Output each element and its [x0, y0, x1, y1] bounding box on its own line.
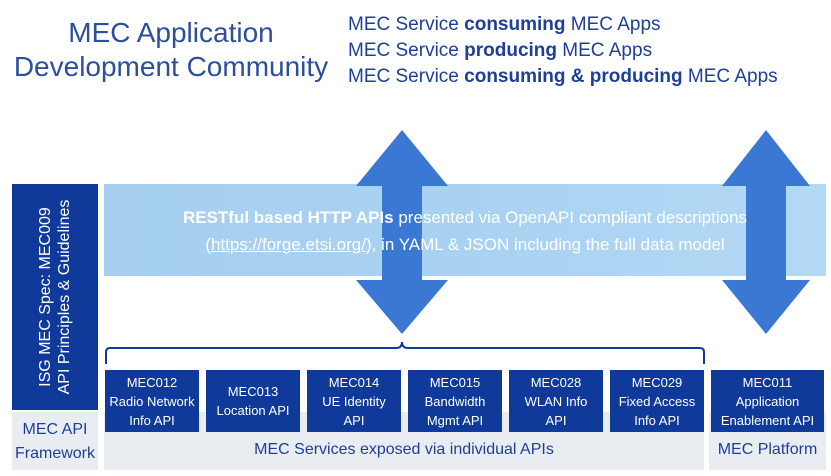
- api-box-mec012: MEC012 Radio Network Info API: [105, 370, 199, 432]
- app-type-prefix: MEC Service: [348, 14, 465, 35]
- http-rest2: ), in YAML & JSON including the full dat…: [365, 235, 725, 254]
- framework-bottom-panel: [12, 412, 98, 470]
- double-arrow-icon: [722, 130, 810, 334]
- app-type-suffix: MEC Apps: [565, 14, 661, 35]
- forge-link[interactable]: https://forge.etsi.org/: [210, 235, 366, 254]
- api-id: MEC015: [429, 374, 481, 390]
- api-name: WLAN Info API: [524, 393, 588, 428]
- http-open-paren: (: [205, 235, 211, 254]
- community-title-line1: MEC Application: [68, 17, 274, 48]
- api-id: MEC014: [328, 374, 380, 390]
- api-name: Fixed Access Info API: [618, 393, 696, 428]
- http-bold: RESTful based HTTP APIs: [182, 208, 394, 227]
- framework-bottom-line2: Framework: [14, 445, 95, 462]
- app-type-bold: producing: [464, 40, 558, 61]
- api-id: MEC011: [742, 374, 793, 390]
- http-api-description: RESTful based HTTP APIs presented via Op…: [104, 204, 826, 258]
- api-box-mec013: MEC013 Location API: [206, 370, 300, 432]
- api-box-mec028: MEC028 WLAN Info API: [509, 370, 603, 432]
- api-id: MEC029: [631, 374, 683, 390]
- services-bottom-label: MEC Services exposed via individual APIs: [254, 441, 554, 458]
- http-line2: (https://forge.etsi.org/), in YAML & JSO…: [104, 231, 826, 258]
- app-type-consuming: MEC Service consuming MEC Apps: [348, 12, 778, 38]
- app-types-list: MEC Service consuming MEC Apps MEC Servi…: [348, 12, 778, 90]
- api-box-mec029: MEC029 Fixed Access Info API: [610, 370, 704, 432]
- framework-bottom-line1: MEC API: [22, 421, 88, 438]
- api-id: MEC028: [530, 374, 582, 390]
- api-id: MEC013: [227, 384, 279, 399]
- api-name: Radio Network Info API: [109, 393, 195, 428]
- app-type-bold: consuming & producing: [464, 66, 683, 87]
- double-arrow-icon: [356, 130, 448, 334]
- app-type-consuming-producing: MEC Service consuming & producing MEC Ap…: [348, 64, 778, 90]
- http-line1: RESTful based HTTP APIs presented via Op…: [104, 204, 826, 231]
- app-type-prefix: MEC Service: [348, 40, 465, 61]
- api-box-mec014: MEC014 UE Identity API: [307, 370, 401, 432]
- app-type-prefix: MEC Service: [348, 66, 465, 87]
- http-rest1: presented via OpenAPI compliant descript…: [393, 208, 748, 227]
- app-type-suffix: MEC Apps: [682, 66, 778, 87]
- app-type-suffix: MEC Apps: [557, 40, 653, 61]
- community-title: MEC Application Development Community: [10, 16, 332, 84]
- http-api-band: [104, 184, 826, 276]
- services-bottom-panel: [104, 412, 704, 470]
- api-name: Location API: [216, 403, 290, 418]
- api-name: Application Enablement API: [720, 393, 815, 428]
- api-box-mec011: MEC011 Application Enablement API: [711, 370, 824, 432]
- framework-bar: ISG MEC Spec: MEC009 API Principles & Gu…: [12, 184, 98, 410]
- platform-bottom-label: MEC Platform: [717, 441, 818, 458]
- api-id: MEC012: [126, 374, 178, 390]
- api-name: UE Identity API: [322, 393, 386, 428]
- community-title-line2: Development Community: [13, 51, 329, 82]
- api-box-mec015: MEC015 Bandwidth Mgmt API: [408, 370, 502, 432]
- framework-bottom-label: MEC API Framework: [12, 420, 98, 464]
- app-type-bold: consuming: [464, 14, 566, 35]
- app-type-producing: MEC Service producing MEC Apps: [348, 38, 778, 64]
- api-name: Bandwidth Mgmt API: [424, 393, 486, 428]
